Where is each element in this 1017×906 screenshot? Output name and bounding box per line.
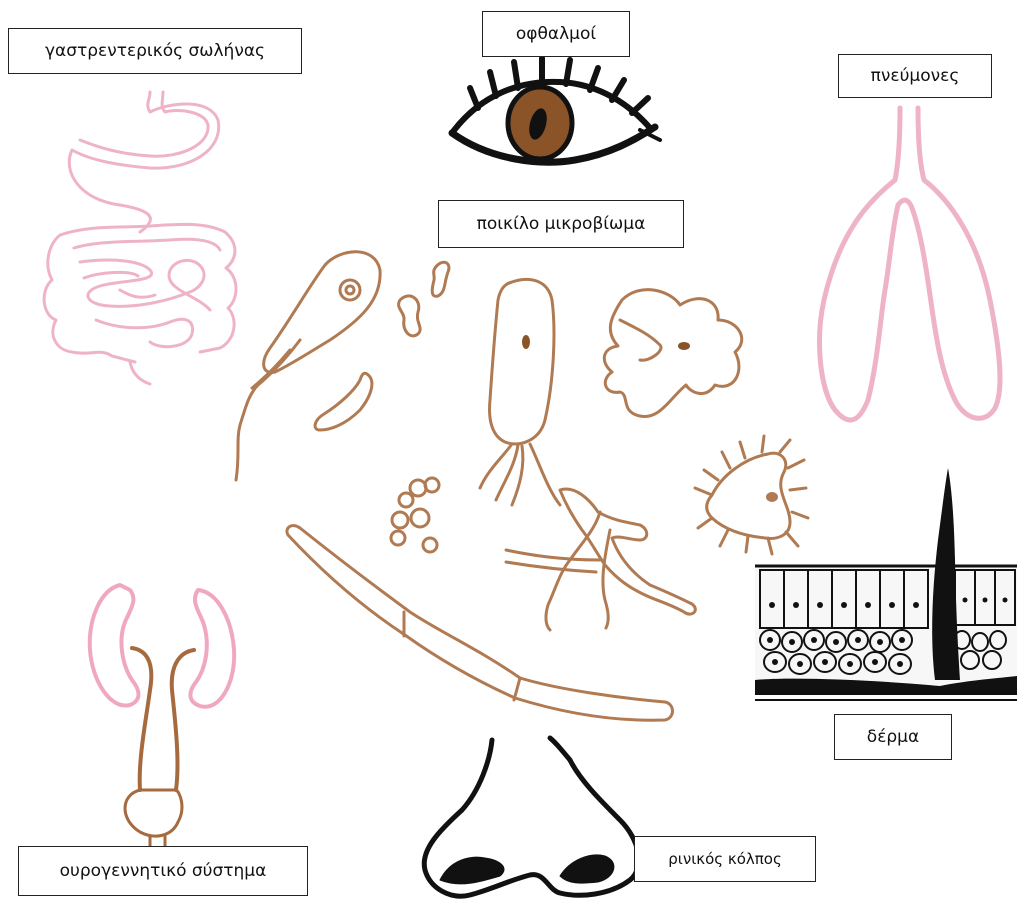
urogenital-illustration (90, 585, 234, 850)
filament-chain (287, 526, 673, 721)
label-eyes: οφθαλμοί (482, 11, 630, 57)
bacillus (490, 279, 554, 444)
eye-illustration (452, 58, 660, 162)
gi-tract-illustration (44, 92, 236, 384)
protozoan-body (264, 252, 380, 373)
lungs-illustration (820, 108, 1000, 420)
label-lungs: πνεύμονες (838, 54, 992, 98)
label-gi-tract: γαστρεντερικός σωλήνας (8, 28, 302, 74)
amoeba (604, 290, 741, 417)
protozoan-flagellum (236, 340, 300, 480)
skin-illustration (755, 468, 1017, 700)
label-urogenital: ουρογεννητικό σύστημα (18, 846, 308, 896)
nose-illustration (424, 738, 638, 896)
microbes-illustration (236, 252, 808, 721)
label-nasal: ρινικός κόλπος (634, 836, 816, 882)
label-skin: δέρμα (834, 714, 952, 760)
label-microbiome: ποικίλο μικροβίωμα (438, 200, 684, 248)
